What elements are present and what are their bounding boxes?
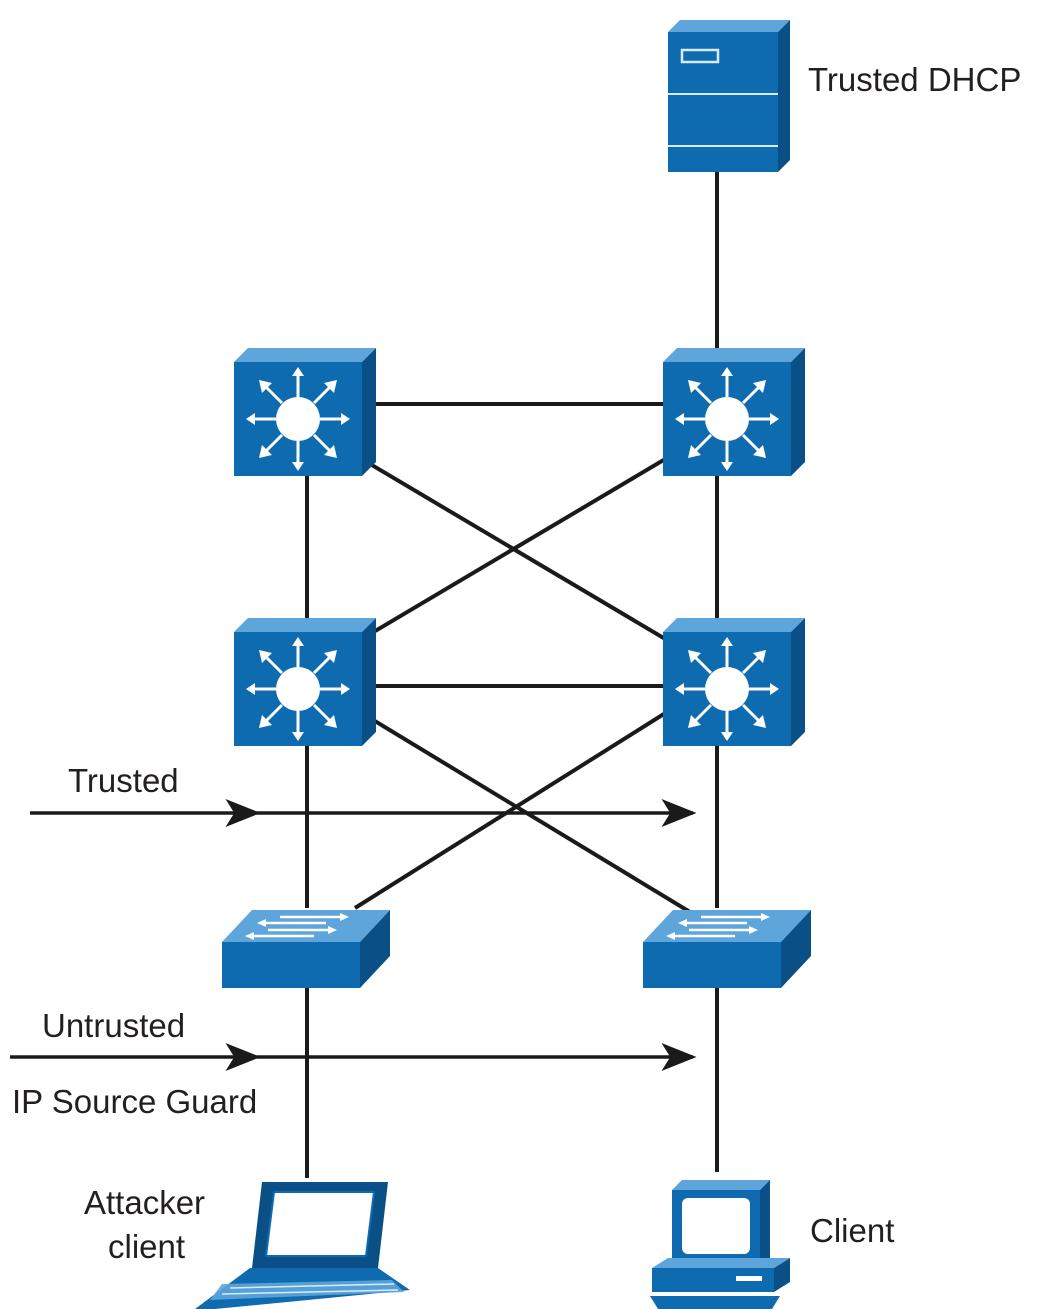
- trusted-dhcp-server-icon: [668, 20, 790, 172]
- untrusted-label: Untrusted: [42, 1007, 185, 1044]
- access-switch-left-icon: [220, 908, 392, 990]
- ip-source-guard-label: IP Source Guard: [12, 1083, 257, 1120]
- link-dist-right-to-access-left: [353, 710, 669, 910]
- link-core-right-to-dist-left: [358, 456, 669, 642]
- distribution-switch-right-icon: [661, 616, 807, 748]
- distribution-switch-left-icon: [232, 616, 378, 748]
- trusted-dhcp-label: Trusted DHCP: [808, 61, 1021, 98]
- client-workstation-icon: [650, 1180, 790, 1309]
- access-switch-right-icon: [641, 908, 813, 990]
- trusted-label: Trusted: [68, 762, 179, 799]
- client-label: Client: [810, 1212, 894, 1249]
- attacker-laptop-icon: [195, 1182, 410, 1309]
- core-switch-left-icon: [232, 346, 378, 478]
- attacker-label-line2: client: [108, 1228, 185, 1265]
- attacker-label-line1: Attacker: [84, 1184, 205, 1221]
- core-switch-right-icon: [661, 346, 807, 478]
